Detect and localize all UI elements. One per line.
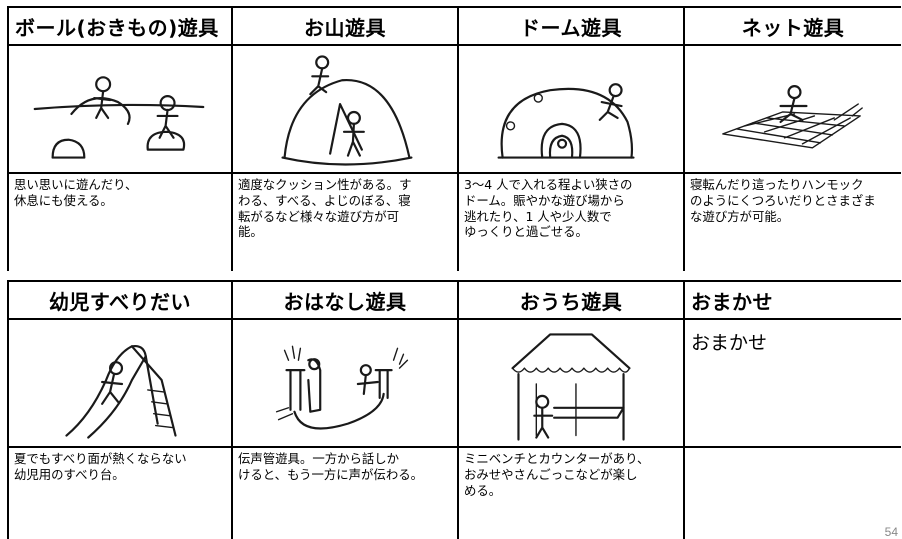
desc-net: 寝転んだり這ったりハンモック のようにくつろいだりとさまざま な遊び方が可能。 — [683, 172, 901, 271]
header-slide: 幼児すべりだい — [7, 280, 233, 320]
desc-dome: 3～4 人で入れる程よい狭さの ドーム。賑やかな遊び場から 逃れたり、1 人や少… — [457, 172, 685, 271]
desc-speaking-tube: 伝声管遊具。一方から話しか けると、もう一方に声が伝わる。 — [231, 446, 459, 539]
desc-slide: 夏でもすべり面が熱くならない 幼児用のすべり台。 — [7, 446, 233, 539]
desc-ball: 思い思いに遊んだり、 休息にも使える。 — [7, 172, 233, 271]
hill-playground-icon — [231, 44, 459, 174]
desc-hill: 適度なクッション性がある。す わる、すべる、よじのぼる、寝 転がるなど様々な遊び… — [231, 172, 459, 271]
playhouse-icon — [457, 318, 685, 448]
header-net: ネット遊具 — [683, 6, 901, 46]
header-hill: お山遊具 — [231, 6, 459, 46]
header-dome: ドーム遊具 — [457, 6, 685, 46]
playground-equipment-table-1: ボール(おきもの)遊具 お山遊具 ドーム遊具 ネット遊具 — [7, 6, 901, 271]
header-playhouse: おうち遊具 — [457, 280, 685, 320]
playground-equipment-table-2: 幼児すべりだい おはなし遊具 おうち遊具 おまかせ — [7, 280, 901, 539]
net-playground-icon — [683, 44, 901, 174]
slide-icon — [7, 318, 233, 448]
ball-playground-icon — [7, 44, 233, 174]
speaking-tube-icon — [231, 318, 459, 448]
header-ball: ボール(おきもの)遊具 — [7, 6, 233, 46]
desc-playhouse: ミニベンチとカウンターがあり、 おみせやさんごっこなどが楽し める。 — [457, 446, 685, 539]
page-number: 54 — [884, 525, 898, 539]
dome-playground-icon — [457, 44, 685, 174]
desc-omakase — [683, 446, 901, 539]
omakase-body: おまかせ — [683, 318, 901, 448]
header-omakase: おまかせ — [683, 280, 901, 320]
header-speaking-tube: おはなし遊具 — [231, 280, 459, 320]
